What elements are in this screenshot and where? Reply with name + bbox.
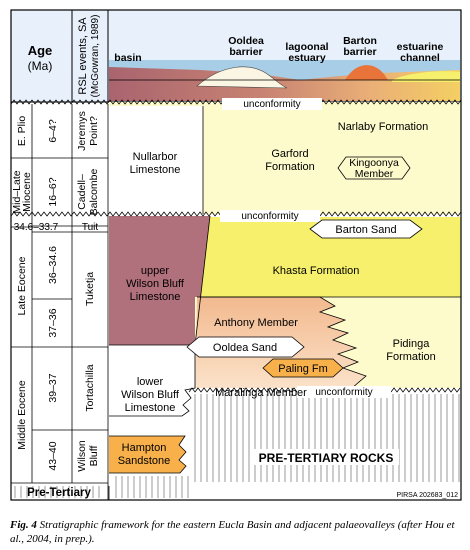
age-range-16-6: 16–6? bbox=[47, 177, 59, 206]
upper-wilson-bluff-label-2: Wilson Bluff bbox=[126, 278, 185, 290]
age-range-43-40: 43–40 bbox=[47, 441, 59, 470]
age-range-6-4: 6–4? bbox=[47, 119, 59, 143]
figure-caption: Fig. 4 Stratigraphic framework for the e… bbox=[10, 518, 465, 546]
anthony-member-label: Anthony Member bbox=[214, 317, 298, 329]
env-barton-label-1: Barton bbox=[343, 35, 377, 47]
kingoonya-member-label-2: Member bbox=[355, 168, 394, 180]
event-tortachilla: Tortachilla bbox=[84, 364, 96, 411]
age-unit: (Ma) bbox=[28, 59, 53, 73]
lower-wilson-bluff-label-2: Wilson Bluff bbox=[121, 389, 180, 401]
age-range-37-36: 37–36 bbox=[47, 308, 59, 337]
figure-caption-label: Fig. 4 bbox=[10, 519, 37, 531]
unconformity-line-upper bbox=[10, 99, 462, 105]
age-header-cell bbox=[10, 9, 73, 103]
pre-tertiary-hatch bbox=[14, 394, 460, 498]
narlaby-formation-label: Narlaby Formation bbox=[338, 121, 428, 133]
epoch-late-eocene: Late Eocene bbox=[16, 256, 28, 315]
unconformity-label-lower: unconformity bbox=[315, 387, 372, 398]
ooldea-sand-label: Ooldea Sand bbox=[213, 342, 277, 354]
pidinga-formation-label-2: Formation bbox=[386, 351, 436, 363]
hampton-sandstone-label-1: Hampton bbox=[122, 442, 167, 454]
barton-barrier-shape bbox=[345, 65, 388, 80]
maralinga-member-label: Maralinga Member bbox=[215, 387, 307, 399]
epoch-middle-eocene: Middle Eocene bbox=[16, 380, 28, 450]
event-cadell-balcombe-2: Balcombe bbox=[88, 169, 100, 216]
unit-boundaries bbox=[108, 106, 461, 500]
kingoonya-member-label-1: Kingoonya bbox=[349, 157, 399, 169]
pre-tertiary-rocks-label: PRE-TERTIARY ROCKS bbox=[259, 451, 394, 465]
barton-sand-box bbox=[309, 219, 423, 239]
event-jeremys-point-1: Jeremys bbox=[76, 111, 88, 151]
env-ooldea-label-2: barrier bbox=[229, 46, 262, 58]
column-dividers bbox=[11, 104, 109, 500]
paling-fm-box bbox=[262, 358, 344, 378]
env-basin-label: basin bbox=[114, 52, 141, 64]
upper-wilson-bluff-label-3: Limestone bbox=[130, 291, 181, 303]
barton-sand-label: Barton Sand bbox=[335, 224, 396, 236]
unconformity-line-middle bbox=[10, 211, 462, 217]
garford-formation-label-1: Garford bbox=[271, 148, 308, 160]
kingoonya-member-fill bbox=[325, 145, 461, 214]
upper-wilson-bluff-label-1: upper bbox=[141, 265, 169, 277]
env-ooldea-label-1: Ooldea bbox=[228, 35, 264, 47]
event-tuit: Tuit bbox=[82, 222, 99, 233]
environment-profile bbox=[109, 60, 460, 101]
env-lagoonal-label-2: estuary bbox=[288, 52, 326, 64]
event-wilson-bluff-2: Bluff bbox=[88, 446, 100, 467]
unconformity-line-lower bbox=[188, 387, 461, 393]
age-heading: Age bbox=[28, 43, 53, 58]
kingoonya-member-box bbox=[337, 156, 411, 180]
epoch-mid-late-miocene-2: Miocene bbox=[21, 172, 33, 212]
age-range-34-6-33-7: 34.6–33.7 bbox=[14, 222, 59, 233]
age-range-39-37: 39–37 bbox=[47, 373, 59, 402]
lower-wilson-bluff-label-1: lower bbox=[137, 376, 164, 388]
env-lagoonal-label-1: lagoonal bbox=[285, 41, 328, 53]
nullarbor-limestone-fill bbox=[109, 106, 203, 214]
upper-wilson-bluff-fill bbox=[109, 216, 210, 345]
pirsa-label-bg bbox=[382, 488, 460, 499]
figure-caption-text: Stratigraphic framework for the eastern … bbox=[10, 519, 455, 545]
epoch-e-plio: E. Plio bbox=[16, 116, 28, 147]
pidinga-formation-label-1: Pidinga bbox=[393, 338, 431, 350]
rsl-heading-line-1: RSL events, SA bbox=[77, 17, 89, 95]
hampton-sandstone-fill bbox=[109, 436, 186, 473]
unconformity-label-middle-bg bbox=[220, 210, 320, 222]
nullarbor-limestone-label-2: Limestone bbox=[130, 164, 181, 176]
event-jeremys-point-2: Point? bbox=[88, 116, 100, 146]
garford-formation-label-2: Formation bbox=[265, 161, 315, 173]
estuarine-channel-shape bbox=[392, 71, 460, 82]
unconformity-label-middle: unconformity bbox=[241, 211, 298, 222]
khasta-formation-label: Khasta Formation bbox=[273, 265, 360, 277]
event-tuketja: Tuketja bbox=[84, 272, 96, 306]
env-estuarine-label-1: estuarine bbox=[397, 41, 444, 53]
rsl-header-cell bbox=[71, 9, 109, 103]
env-estuarine-label-2: channel bbox=[400, 52, 440, 64]
hampton-sandstone-label-2: Sandstone bbox=[118, 455, 171, 467]
unconformity-label-upper: unconformity bbox=[243, 99, 300, 110]
nullarbor-limestone-label-1: Nullarbor bbox=[133, 151, 178, 163]
lower-wilson-bluff-label-3: Limestone bbox=[125, 402, 176, 414]
pirsa-code-label: PIRSA 202683_012 bbox=[397, 492, 459, 499]
lower-wilson-bluff-fill bbox=[109, 345, 195, 416]
age-range-36-34-6: 36–34.6 bbox=[47, 246, 59, 284]
unconformity-label-upper-bg bbox=[222, 98, 322, 110]
unconformity-label-lower-bg bbox=[297, 386, 391, 398]
event-wilson-bluff-1: Wilson bbox=[76, 440, 88, 472]
ooldea-barrier-shape bbox=[196, 66, 288, 89]
rsl-heading-line-2: (McGowran, 1989) bbox=[90, 15, 101, 98]
pre-tertiary-label-bg bbox=[253, 449, 399, 465]
paling-fm-label: Paling Fm bbox=[278, 363, 328, 375]
epoch-pre-tertiary: Pre-Tertiary bbox=[27, 487, 91, 499]
epoch-mid-late-miocene-1: Mid–Late bbox=[11, 170, 23, 213]
event-cadell-balcombe-1: Cadell– bbox=[76, 174, 88, 210]
diagram-frame bbox=[10, 9, 462, 501]
env-barton-label-2: barrier bbox=[343, 46, 376, 58]
ooldea-sand-box bbox=[186, 336, 305, 358]
